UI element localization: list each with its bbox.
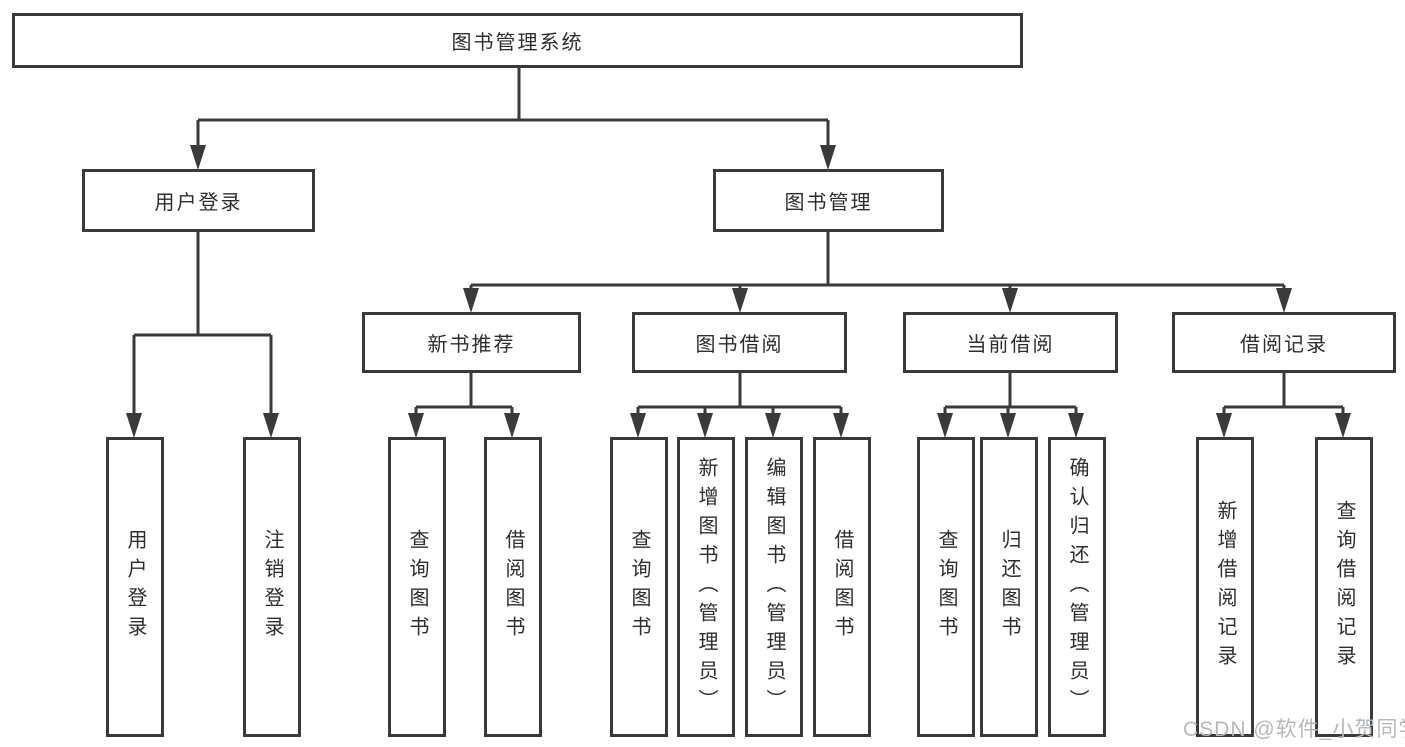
leaf-logout: 注销登录 bbox=[243, 437, 301, 737]
leaf-add-borrow-record: 新增借阅记录 bbox=[1196, 437, 1254, 737]
leaf-query-books-borrowing: 查询图书 bbox=[610, 437, 668, 737]
node-book-borrowing: 图书借阅 bbox=[632, 312, 847, 373]
node-root-system: 图书管理系统 bbox=[12, 13, 1023, 68]
leaf-user-login: 用户登录 bbox=[106, 437, 164, 737]
leaf-label: 确认归还（管理员） bbox=[1066, 456, 1088, 718]
csdn-watermark: CSDN @软件_小贺同学 bbox=[1183, 718, 1405, 741]
leaf-label: 查询图书 bbox=[935, 529, 957, 645]
arrowheads bbox=[126, 145, 1351, 438]
node-label: 当前借阅 bbox=[966, 334, 1055, 356]
leaf-label: 查询图书 bbox=[628, 529, 650, 645]
leaf-label: 用户登录 bbox=[124, 529, 146, 645]
node-label: 图书管理 bbox=[784, 192, 873, 214]
leaf-add-books-admin: 新增图书（管理员） bbox=[677, 437, 735, 737]
leaf-confirm-return-admin: 确认归还（管理员） bbox=[1048, 437, 1106, 737]
leaf-label: 借阅图书 bbox=[502, 529, 524, 645]
leaf-label: 注销登录 bbox=[261, 529, 283, 645]
node-label: 用户登录 bbox=[154, 192, 243, 214]
node-borrowing-records: 借阅记录 bbox=[1172, 312, 1396, 373]
leaf-query-books-recommend: 查询图书 bbox=[388, 437, 446, 737]
node-user-login-branch: 用户登录 bbox=[82, 169, 315, 232]
leaf-label: 查询借阅记录 bbox=[1333, 500, 1355, 674]
leaf-label: 借阅图书 bbox=[831, 529, 853, 645]
leaf-return-books: 归还图书 bbox=[980, 437, 1038, 737]
node-label: 借阅记录 bbox=[1240, 334, 1328, 356]
leaf-borrow-books-recommend: 借阅图书 bbox=[484, 437, 542, 737]
leaf-label: 归还图书 bbox=[998, 529, 1020, 645]
leaf-label: 查询图书 bbox=[406, 529, 428, 645]
node-label: 新书推荐 bbox=[427, 334, 516, 356]
leaf-query-borrow-record: 查询借阅记录 bbox=[1315, 437, 1373, 737]
leaf-label: 编辑图书（管理员） bbox=[763, 456, 785, 718]
leaf-label: 新增图书（管理员） bbox=[695, 456, 717, 718]
leaf-borrow-books: 借阅图书 bbox=[813, 437, 871, 737]
leaf-edit-books-admin: 编辑图书（管理员） bbox=[745, 437, 803, 737]
node-current-borrowing: 当前借阅 bbox=[903, 312, 1118, 373]
leaf-query-books-current: 查询图书 bbox=[917, 437, 975, 737]
node-new-book-recommendation: 新书推荐 bbox=[362, 312, 581, 373]
leaf-label: 新增借阅记录 bbox=[1214, 500, 1236, 674]
node-label: 图书管理系统 bbox=[451, 32, 584, 54]
node-book-management-branch: 图书管理 bbox=[713, 169, 944, 232]
node-label: 图书借阅 bbox=[695, 334, 784, 356]
